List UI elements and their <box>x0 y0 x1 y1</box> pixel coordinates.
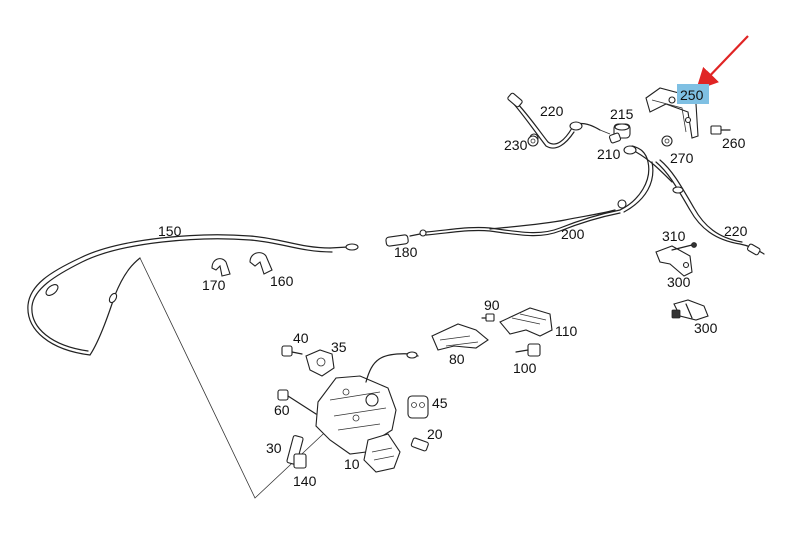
cable-150 <box>27 234 359 356</box>
part-230 <box>527 135 539 147</box>
label-45[interactable]: 45 <box>432 395 448 411</box>
label-40[interactable]: 40 <box>293 330 309 346</box>
callout-arrow <box>695 35 749 91</box>
label-220[interactable]: 220 <box>540 103 564 119</box>
part-80 <box>431 323 489 351</box>
label-230[interactable]: 230 <box>504 137 528 153</box>
part-300-bracket <box>655 242 697 277</box>
label-80[interactable]: 80 <box>449 351 465 367</box>
label-170[interactable]: 170 <box>202 277 226 293</box>
part-260 <box>710 125 731 135</box>
part-30 <box>286 435 304 465</box>
part-35 <box>305 349 335 377</box>
part-300-lower <box>671 299 709 321</box>
label-150[interactable]: 150 <box>158 223 182 239</box>
label-30[interactable]: 30 <box>266 440 282 456</box>
label-270[interactable]: 270 <box>670 150 694 166</box>
label-100[interactable]: 100 <box>513 360 537 376</box>
label-310[interactable]: 310 <box>662 228 686 244</box>
label-180[interactable]: 180 <box>394 244 418 260</box>
cable-220-right <box>655 159 765 256</box>
part-45 <box>407 395 429 419</box>
part-215 <box>608 123 631 144</box>
label-140[interactable]: 140 <box>293 473 317 489</box>
part-40 <box>281 345 303 357</box>
part-60 <box>277 389 317 415</box>
label-260[interactable]: 260 <box>722 135 746 151</box>
label-300-lower[interactable]: 300 <box>694 320 718 336</box>
part-140 <box>293 453 307 469</box>
highlight-box-250 <box>677 84 709 104</box>
label-20[interactable]: 20 <box>427 426 443 442</box>
label-200[interactable]: 200 <box>561 226 585 242</box>
label-110[interactable]: 110 <box>555 323 578 339</box>
label-300-upper[interactable]: 300 <box>667 274 691 290</box>
label-35[interactable]: 35 <box>331 339 347 355</box>
part-210 <box>623 145 673 183</box>
label-60[interactable]: 60 <box>274 402 290 418</box>
label-210[interactable]: 210 <box>597 146 621 162</box>
part-160-clip <box>249 252 273 275</box>
cable-220-upper <box>507 92 611 149</box>
label-250[interactable]: 250 <box>680 87 704 103</box>
part-10-pedal-assembly <box>315 351 419 473</box>
part-100 <box>515 343 541 357</box>
part-110 <box>499 307 553 337</box>
part-170-clip <box>211 258 231 277</box>
label-10[interactable]: 10 <box>344 456 360 472</box>
cable-200 <box>385 145 654 247</box>
label-215[interactable]: 215 <box>610 106 634 122</box>
part-90 <box>481 313 495 322</box>
label-90[interactable]: 90 <box>484 297 500 313</box>
label-160[interactable]: 160 <box>270 273 294 289</box>
part-20 <box>410 437 429 452</box>
label-220-right[interactable]: 220 <box>724 223 748 239</box>
part-270 <box>661 135 673 147</box>
